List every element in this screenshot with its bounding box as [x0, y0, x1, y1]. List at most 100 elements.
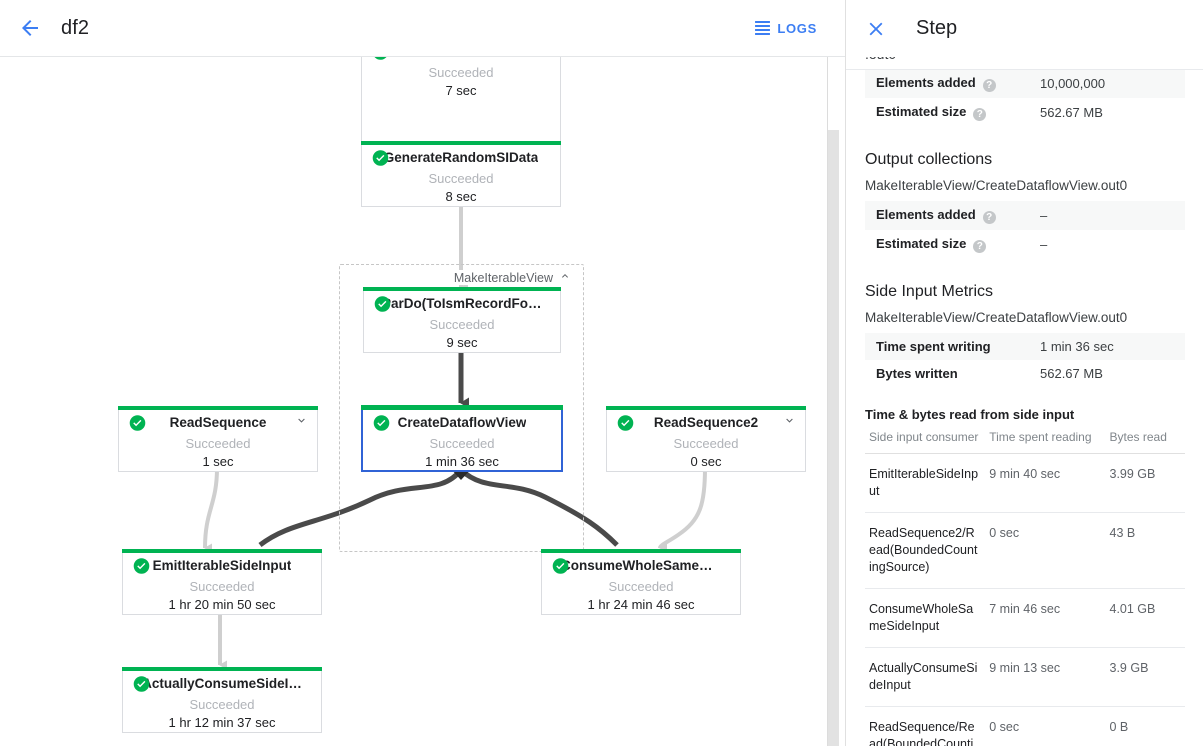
node-status-accent: [541, 549, 741, 553]
job-header-bar: df2 LOGS: [0, 0, 845, 57]
node-title: ReadSequence: [169, 415, 267, 430]
metric-key: Elements added?: [865, 201, 1040, 230]
node-time: 8 sec: [445, 189, 477, 204]
node-status: Succeeded: [189, 697, 255, 712]
graph-edges: [203, 90, 707, 670]
side-input-read-table-title: Time & bytes read from side input: [865, 407, 1075, 422]
node-clipped-top[interactable]: Succeeded 7 sec: [361, 57, 561, 145]
node-time: 1 sec: [202, 454, 234, 469]
node-status: Succeeded: [185, 436, 251, 451]
help-icon[interactable]: ?: [973, 240, 987, 253]
node-emit-iterable-side-input[interactable]: EmitIterableSideInput Succeeded 1 hr 20 …: [122, 549, 322, 615]
logs-button[interactable]: LOGS: [751, 16, 821, 41]
node-status: Succeeded: [428, 65, 494, 80]
node-time: 7 sec: [445, 83, 477, 98]
chevron-down-icon[interactable]: [783, 414, 796, 432]
check-circle-icon: [372, 57, 389, 60]
check-circle-icon: [372, 149, 389, 166]
node-title: ConsumeWholeSameSi…: [561, 558, 721, 573]
group-label-makeiterableview[interactable]: MakeIterableView: [451, 270, 573, 285]
table-row: Estimated size? 562.67 MB: [865, 98, 1185, 127]
table-header-row: Side input consumer Time spent reading B…: [865, 430, 1185, 454]
back-arrow-icon[interactable]: [18, 16, 42, 40]
node-status: Succeeded: [428, 171, 494, 186]
side-input-collection-name: MakeIterableView/CreateDataflowView.out0: [865, 310, 1128, 325]
node-status: Succeeded: [189, 579, 255, 594]
cell-bytes-read: 3.99 GB: [1105, 453, 1185, 513]
node-title-row: ParDo(ToIsmRecordFor…: [364, 291, 560, 316]
node-read-sequence-2[interactable]: ReadSequence2 Succeeded 0 sec: [606, 406, 806, 472]
cell-side-input-consumer: ReadSequence/Read(BoundedCountingSource): [865, 706, 986, 746]
graph-canvas[interactable]: MakeIterableView Succeeded 7 sec: [0, 57, 845, 746]
close-icon[interactable]: [864, 17, 888, 41]
node-create-dataflow-view[interactable]: CreateDataflowView Succeeded 1 min 36 se…: [361, 405, 563, 472]
step-panel-scroll-content: .out0 Elements added? 10,000,000 Estimat…: [846, 57, 1203, 746]
cell-time-spent-reading: 9 min 13 sec: [985, 647, 1106, 707]
output-metrics-table: Elements added? – Estimated size? –: [865, 201, 1185, 259]
help-icon[interactable]: ?: [982, 79, 996, 92]
pane-divider: [845, 0, 846, 746]
node-title: ActuallyConsumeSideI…: [142, 676, 302, 691]
table-row: ReadSequence/Read(BoundedCountingSource)…: [865, 706, 1185, 746]
step-panel-header: Step: [846, 0, 1203, 57]
table-row: Estimated size? –: [865, 230, 1185, 259]
graph-scrollbar-thumb[interactable]: [828, 130, 839, 746]
node-status: Succeeded: [608, 579, 674, 594]
node-title-row: ActuallyConsumeSideI…: [123, 671, 321, 696]
metric-value: 562.67 MB: [1040, 105, 1103, 120]
metric-key: Estimated size?: [865, 230, 1040, 259]
job-graph-pane: df2 LOGS: [0, 0, 845, 746]
node-consume-whole-same-side-input[interactable]: ConsumeWholeSameSi… Succeeded 1 hr 24 mi…: [541, 549, 741, 615]
cell-bytes-read: 43 B: [1105, 512, 1185, 589]
node-title-row: EmitIterableSideInput: [123, 553, 321, 578]
node-status: Succeeded: [429, 436, 495, 451]
side-input-metrics-table: Time spent writing 1 min 36 sec Bytes wr…: [865, 333, 1185, 387]
node-title-row: GenerateRandomSIData: [362, 145, 560, 170]
node-time: 1 hr 24 min 46 sec: [587, 597, 695, 612]
check-circle-icon: [133, 675, 150, 692]
node-title-row: CreateDataflowView: [363, 410, 561, 435]
list-icon: [755, 21, 771, 35]
table-row: Elements added? –: [865, 201, 1185, 230]
group-box-makeiterableview[interactable]: MakeIterableView: [339, 264, 584, 552]
node-title: EmitIterableSideInput: [152, 558, 292, 573]
cell-time-spent-reading: 0 sec: [985, 512, 1106, 589]
check-circle-icon: [374, 295, 391, 312]
help-icon[interactable]: ?: [982, 211, 996, 224]
cell-side-input-consumer: ConsumeWholeSameSideInput: [865, 588, 986, 648]
cell-bytes-read: 4.01 GB: [1105, 588, 1185, 648]
step-panel-body[interactable]: .out0 Elements added? 10,000,000 Estimat…: [846, 57, 1203, 746]
chevron-down-icon[interactable]: [295, 414, 308, 432]
node-status-accent: [122, 549, 322, 553]
check-circle-icon: [373, 414, 390, 431]
cell-bytes-read: 0 B: [1105, 706, 1185, 746]
output-collection-name: MakeIterableView/CreateDataflowView.out0: [865, 178, 1128, 193]
logs-button-label: LOGS: [777, 20, 817, 36]
node-actually-consume-side-input[interactable]: ActuallyConsumeSideI… Succeeded 1 hr 12 …: [122, 667, 322, 733]
check-circle-icon: [617, 414, 634, 431]
node-title: GenerateRandomSIData: [383, 150, 539, 165]
output-collections-heading: Output collections: [865, 151, 993, 168]
side-input-metrics-heading: Side Input Metrics: [865, 283, 994, 300]
metric-value: 1 min 36 sec: [1040, 339, 1114, 354]
cell-time-spent-reading: 7 min 46 sec: [985, 588, 1106, 648]
cell-side-input-consumer: ReadSequence2/Read(BoundedCountingSource…: [865, 512, 986, 589]
metric-key: Bytes written: [876, 366, 958, 381]
node-generate-random-si-data[interactable]: GenerateRandomSIData Succeeded 8 sec: [361, 141, 561, 207]
help-icon[interactable]: ?: [973, 108, 987, 121]
cell-bytes-read: 3.9 GB: [1105, 647, 1185, 707]
node-read-sequence[interactable]: ReadSequence Succeeded 1 sec: [118, 406, 318, 472]
page-title: df2: [61, 16, 90, 39]
chevron-up-icon[interactable]: [559, 270, 571, 285]
table-row: Bytes written 562.67 MB: [865, 360, 1185, 387]
table-row: ActuallyConsumeSideInput 9 min 13 sec 3.…: [865, 647, 1185, 707]
node-pardo-toismrecordfor[interactable]: ParDo(ToIsmRecordFor… Succeeded 9 sec: [363, 287, 561, 353]
node-title: ParDo(ToIsmRecordFor…: [382, 296, 542, 311]
step-details-pane: Step .out0 Elements added? 10,000,000 Es…: [846, 0, 1203, 746]
panel-divider: [846, 69, 1203, 70]
step-panel-title: Step: [916, 17, 958, 39]
input-metrics-table: Elements added? 10,000,000 Estimated siz…: [865, 69, 1185, 127]
cell-time-spent-reading: 0 sec: [985, 706, 1106, 746]
node-status: Succeeded: [429, 317, 495, 332]
